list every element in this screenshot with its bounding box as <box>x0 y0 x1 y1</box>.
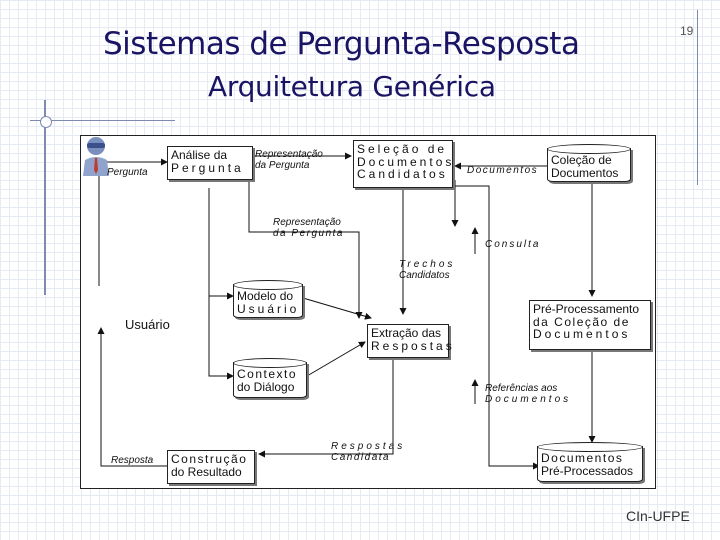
box-analise-pergunta: Análise da Pergunta <box>167 146 253 180</box>
arrow-analise-contexto <box>208 188 234 380</box>
decor-horizontal-line <box>30 120 175 121</box>
label-referencias: Referências aos Documentos <box>485 383 572 405</box>
architecture-diagram: Usuário Análise da Pergunta Seleção de D… <box>80 135 656 489</box>
slide-subtitle: Arquitetura Genérica <box>208 70 496 103</box>
arrow-repr-extracao <box>248 176 363 319</box>
label-pergunta: Pergunta <box>107 167 148 178</box>
label-respostas-candidata: Respostas Candidata <box>331 441 406 463</box>
decor-right-vertical-line <box>697 10 698 185</box>
box-pre-processamento: Pré-Processamento da Coleção de Document… <box>529 300 651 350</box>
arrow-modelo-extracao <box>302 297 372 320</box>
box-extracao-respostas: Extração das Respostas <box>367 324 452 358</box>
cylinder-colecao-documentos: Coleção de Documentos <box>547 144 631 182</box>
cylinder-modelo-usuario: Modelo do Usuário <box>233 280 303 318</box>
box-construcao-resultado: Construção do Resultado <box>167 450 255 484</box>
cylinder-contexto-dialogo: Contexto do Diálogo <box>233 358 307 398</box>
arrow-contexto-extracao <box>306 341 366 377</box>
cylinder-documentos-pre-processados: Documentos Pré-Processados <box>537 442 643 482</box>
footer-institution: CIn-UFPE <box>626 508 690 524</box>
label-consulta: Consulta <box>485 239 541 250</box>
box-selecao-documentos: Seleção de Documentos Candidatos <box>353 140 453 188</box>
label-documentos: Documentos <box>467 165 539 176</box>
label-trechos-candidatos: Trechos Candidatos <box>399 259 456 281</box>
user-icon <box>83 137 109 176</box>
diagram-connectors <box>97 152 596 470</box>
arrow-resposta <box>97 327 167 467</box>
label-resposta: Resposta <box>111 455 154 466</box>
arrow-pergunta <box>98 158 168 286</box>
user-label: Usuário <box>125 317 170 332</box>
arrow-docs-pre <box>455 185 540 470</box>
decor-vertical-line <box>44 100 46 295</box>
slide-title: Sistemas de Pergunta-Resposta <box>103 26 580 62</box>
label-representacao-1: Representação da Pergunta <box>255 149 323 171</box>
arrow-respostas <box>258 358 394 458</box>
decor-circle <box>40 116 52 128</box>
label-representacao-2: Representação da Pergunta <box>273 217 344 239</box>
page-number: 19 <box>680 24 694 38</box>
